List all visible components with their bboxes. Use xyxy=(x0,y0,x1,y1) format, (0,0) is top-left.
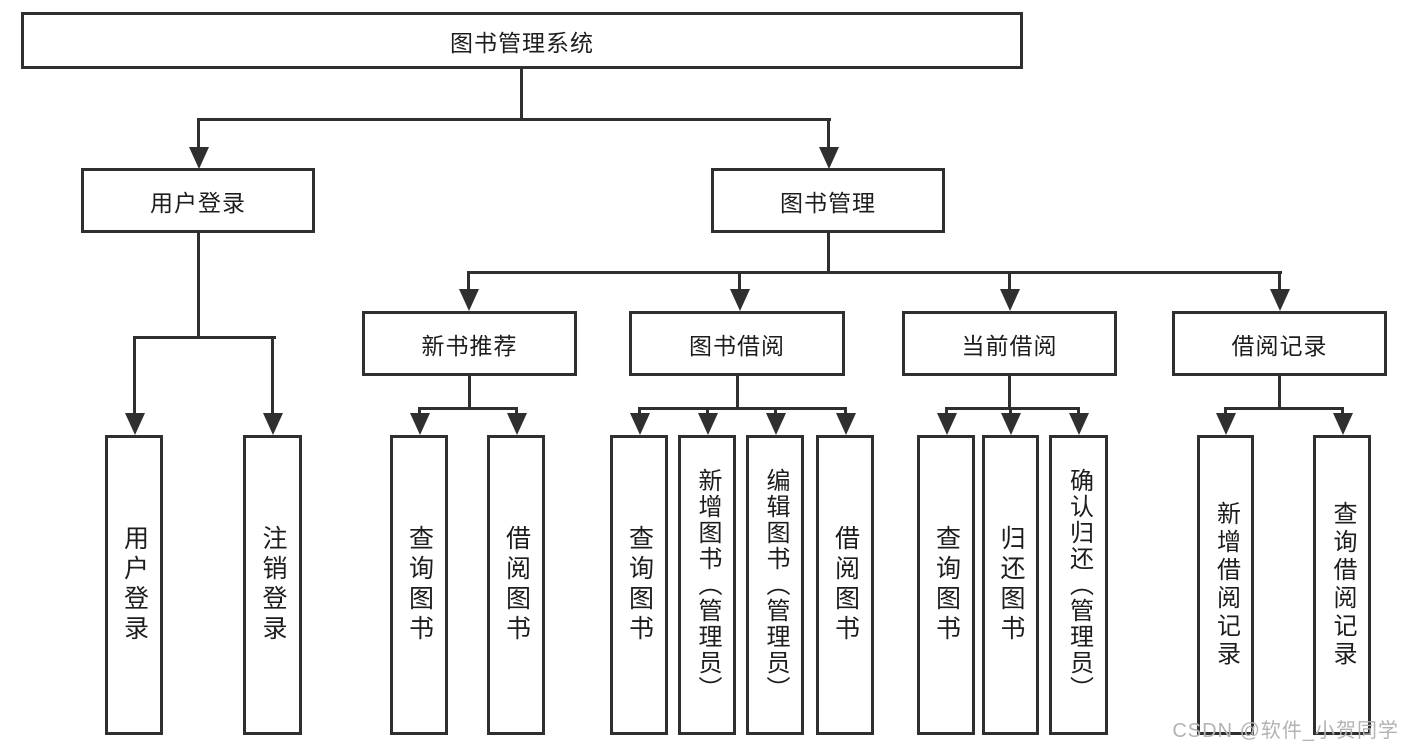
arrow-to-leaf-add-record xyxy=(1215,410,1236,435)
arrow-to-leaf-user-login xyxy=(124,339,145,435)
arrow-to-leaf-query-books-1 xyxy=(409,410,430,435)
arrow-to-user-login xyxy=(188,121,209,169)
leaf-edit-book-admin: 编辑图书（管理员） xyxy=(746,435,804,735)
connector-current-borrow-rail xyxy=(945,407,1080,410)
leaf-user-login: 用户登录 xyxy=(105,435,163,735)
leaf-query-books-1: 查询图书 xyxy=(390,435,448,735)
node-new-book-label: 新书推荐 xyxy=(421,332,518,359)
arrow-to-leaf-borrow-books-1 xyxy=(506,410,527,435)
connector-new-book-stem xyxy=(468,376,471,407)
connector-user-login-stem xyxy=(197,233,200,336)
leaf-add-book-admin: 新增图书（管理员） xyxy=(678,435,736,735)
arrow-to-leaf-query-record xyxy=(1332,410,1353,435)
node-current-borrow: 当前借阅 xyxy=(902,311,1117,376)
node-book-mgmt-label: 图书管理 xyxy=(780,189,876,216)
node-current-borrow-label: 当前借阅 xyxy=(961,332,1058,359)
connector-user-login-rail xyxy=(133,336,276,339)
arrow-to-book-mgmt xyxy=(818,121,839,169)
arrow-to-leaf-borrow-books-2 xyxy=(835,410,856,435)
node-user-login: 用户登录 xyxy=(81,168,315,233)
node-book-mgmt: 图书管理 xyxy=(711,168,945,233)
arrow-to-leaf-query-books-2 xyxy=(629,410,650,435)
connector-root-stem xyxy=(520,69,523,118)
connector-new-book-rail xyxy=(418,407,518,410)
node-borrow-record-label: 借阅记录 xyxy=(1231,332,1328,359)
node-user-login-label: 用户登录 xyxy=(150,189,246,216)
arrow-to-borrow-record xyxy=(1269,274,1290,311)
leaf-confirm-return-admin: 确认归还（管理员） xyxy=(1049,435,1108,735)
connector-level3-rail xyxy=(467,271,1282,274)
connector-book-mgmt-stem xyxy=(827,233,830,271)
connector-borrow-record-stem xyxy=(1278,376,1281,407)
connector-level2-rail xyxy=(197,118,831,121)
arrow-to-book-borrow xyxy=(729,274,750,311)
node-root-label: 图书管理系统 xyxy=(450,29,594,56)
leaf-query-books-2: 查询图书 xyxy=(610,435,668,735)
arrow-to-leaf-confirm-return xyxy=(1068,410,1089,435)
node-borrow-record: 借阅记录 xyxy=(1172,311,1387,376)
connector-borrow-record-rail xyxy=(1224,407,1344,410)
leaf-return-book: 归还图书 xyxy=(982,435,1039,735)
node-book-borrow: 图书借阅 xyxy=(629,311,845,376)
leaf-borrow-books-1: 借阅图书 xyxy=(487,435,545,735)
arrow-to-leaf-add-book xyxy=(697,410,718,435)
leaf-borrow-books-2: 借阅图书 xyxy=(816,435,874,735)
leaf-query-borrow-record: 查询借阅记录 xyxy=(1313,435,1371,735)
connector-book-borrow-stem xyxy=(736,376,739,407)
arrow-to-leaf-query-books-3 xyxy=(936,410,957,435)
leaf-query-books-3: 查询图书 xyxy=(917,435,975,735)
connector-current-borrow-stem xyxy=(1008,376,1011,407)
connector-book-borrow-rail xyxy=(638,407,847,410)
node-root: 图书管理系统 xyxy=(21,12,1023,69)
arrow-to-leaf-edit-book xyxy=(765,410,786,435)
arrow-to-current-borrow xyxy=(999,274,1020,311)
node-new-book: 新书推荐 xyxy=(362,311,577,376)
arrow-to-leaf-return-book xyxy=(1000,410,1021,435)
leaf-logout: 注销登录 xyxy=(243,435,302,735)
arrow-to-new-book xyxy=(458,274,479,311)
leaf-add-borrow-record: 新增借阅记录 xyxy=(1197,435,1254,735)
csdn-watermark: CSDN @软件_小贺同学 xyxy=(1172,720,1399,742)
node-book-borrow-label: 图书借阅 xyxy=(689,332,785,359)
arrow-to-leaf-logout xyxy=(262,339,283,435)
